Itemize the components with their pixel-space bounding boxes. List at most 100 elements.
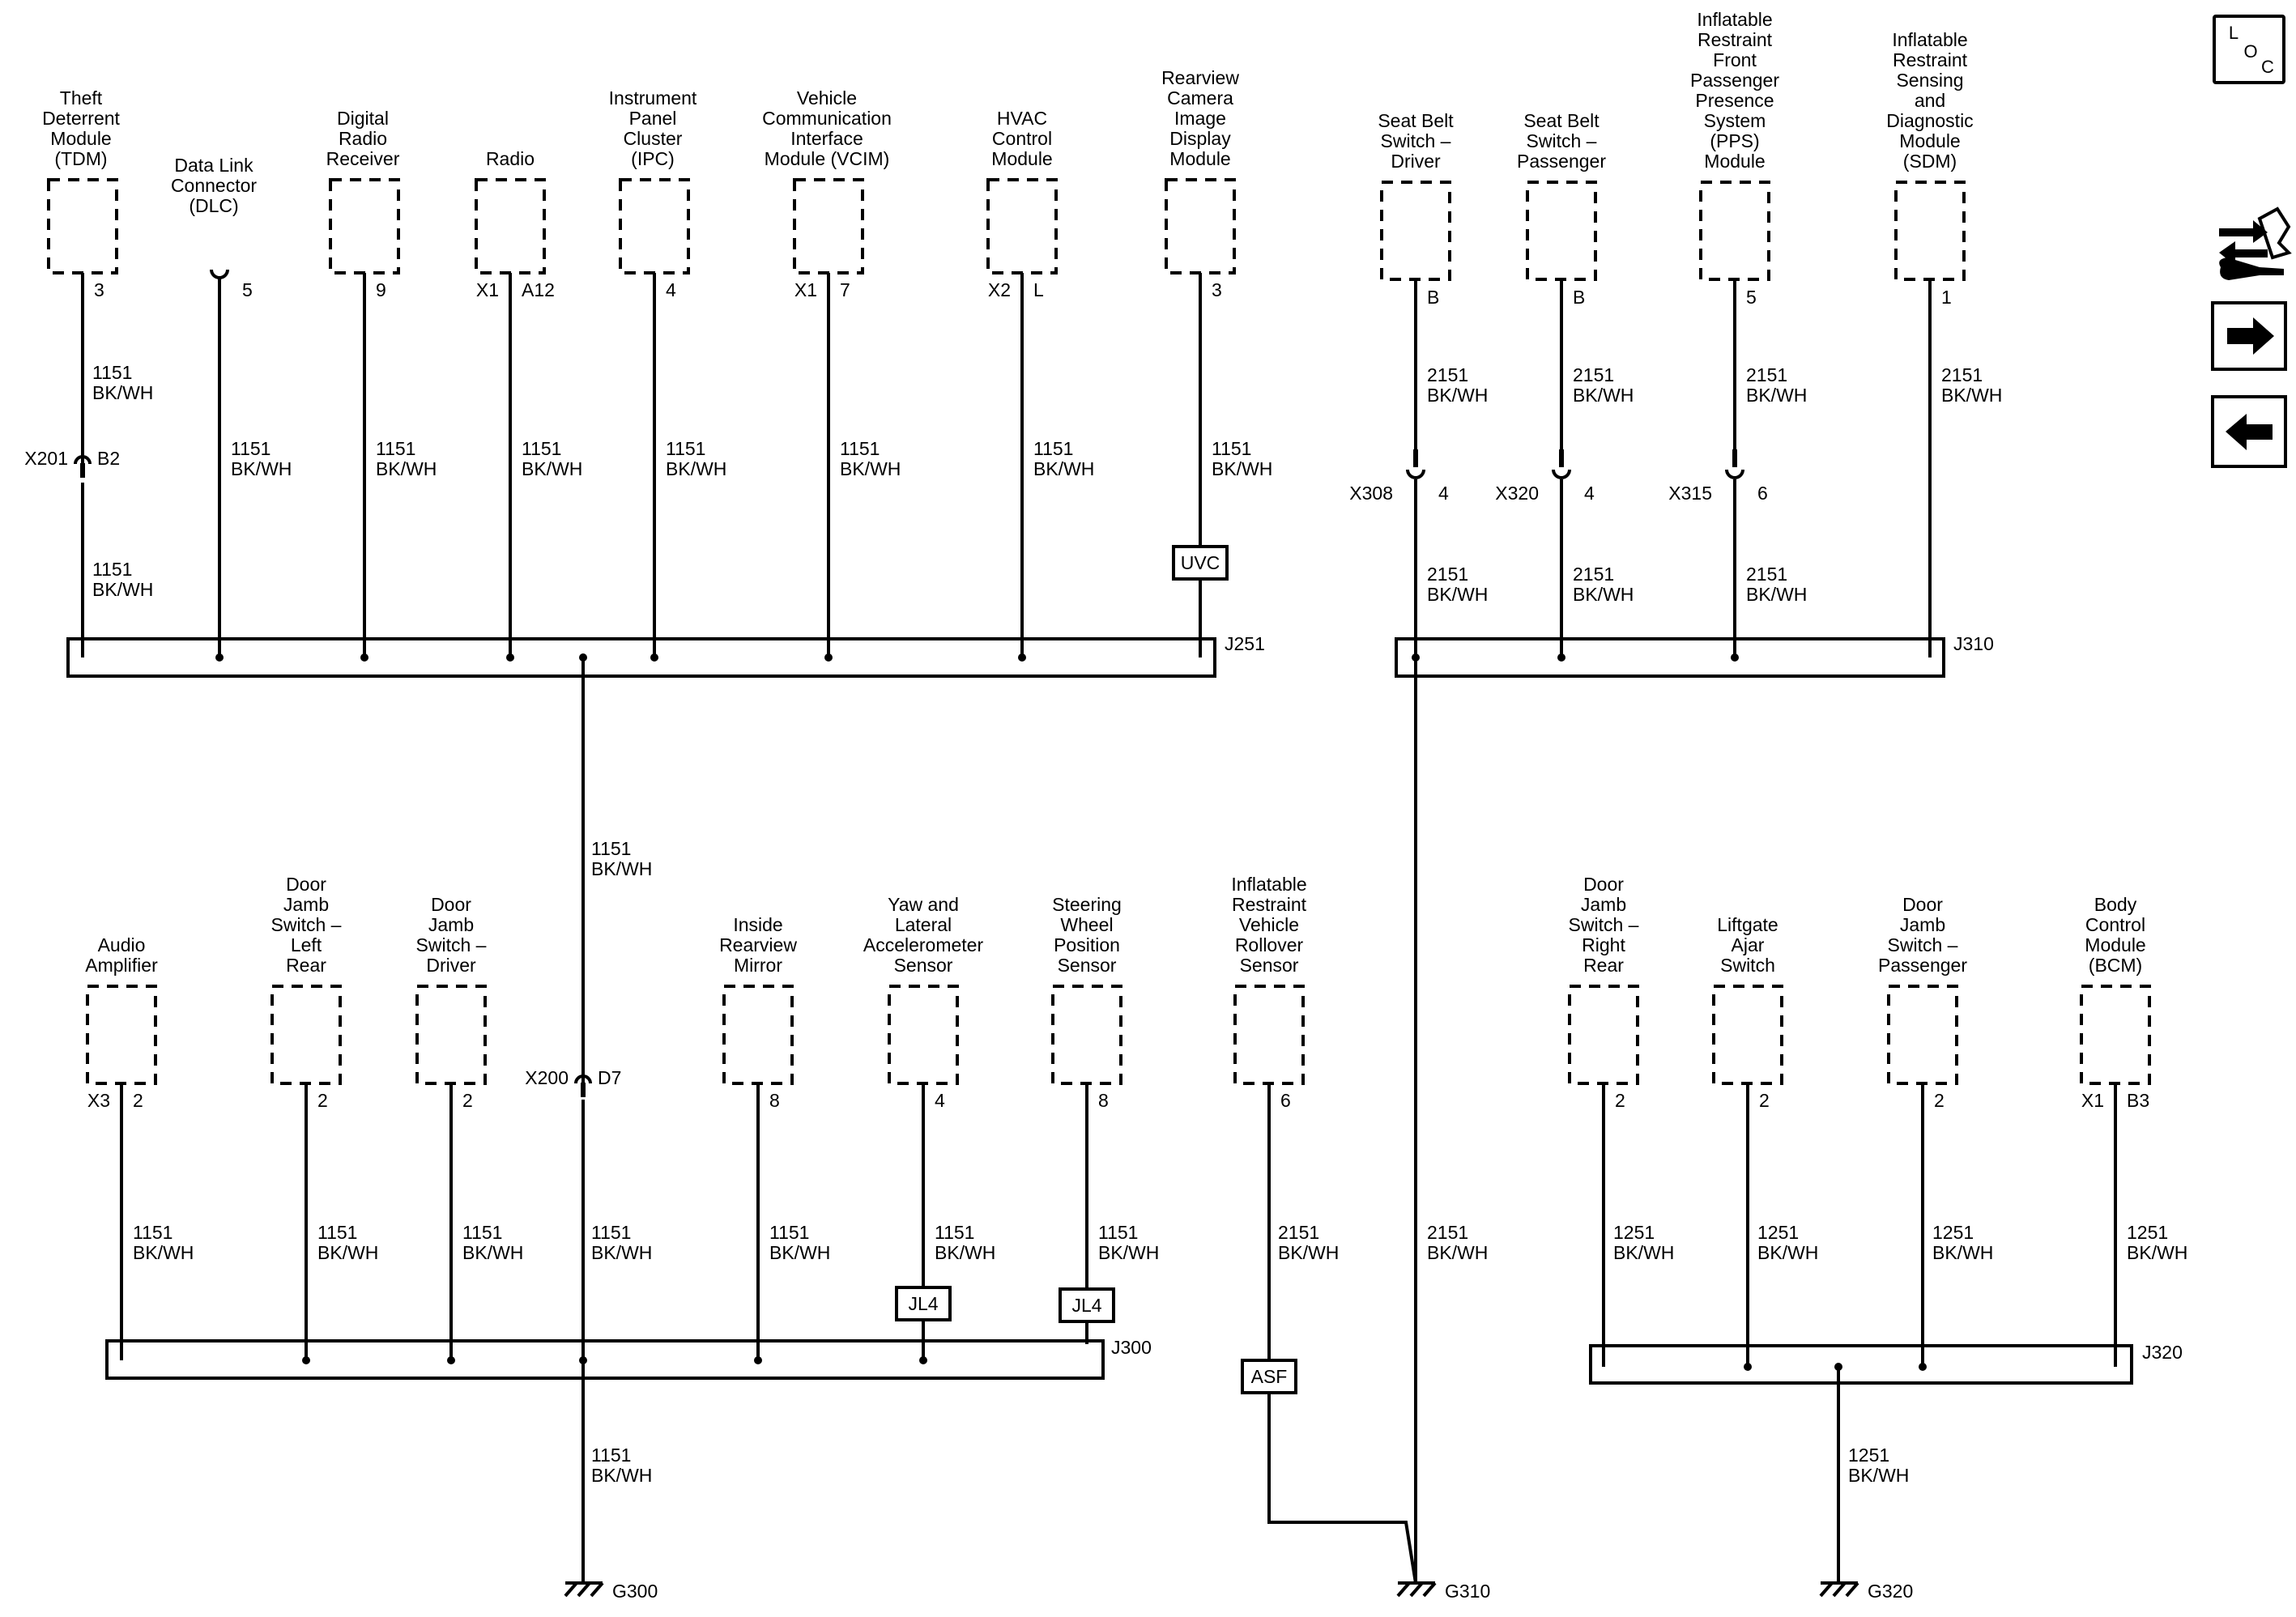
component-name-line: Sensor bbox=[894, 955, 953, 976]
component-name-line: Liftgate bbox=[1717, 914, 1778, 935]
pin-number-label: 8 bbox=[769, 1090, 780, 1111]
component-name-line: Switch – bbox=[271, 914, 342, 935]
splice-dot bbox=[1412, 653, 1420, 662]
splice-pack-label: J310 bbox=[1953, 633, 1994, 654]
component-name-line: Cluster bbox=[624, 128, 683, 149]
component-name-line: Control bbox=[2085, 914, 2145, 935]
wire-circuit-label: 2151 bbox=[1427, 1222, 1468, 1243]
splice-dot bbox=[754, 1356, 762, 1364]
splice-dot bbox=[650, 653, 658, 662]
component-name-line: Ajar bbox=[1732, 934, 1765, 955]
pin-number-label: 2 bbox=[1759, 1090, 1770, 1111]
inside-mirror-component-box bbox=[722, 985, 794, 1085]
component-name-line: Rear bbox=[286, 955, 326, 976]
wire-circuit-label: 1151 bbox=[935, 1222, 974, 1243]
inline-connector-id: X200 bbox=[525, 1067, 569, 1088]
wire-circuit-label: 2151 bbox=[1427, 564, 1468, 585]
component-name-line: (PPS) bbox=[1710, 130, 1759, 151]
connector-id-label: X1 bbox=[476, 279, 499, 300]
radio-component-box bbox=[475, 178, 546, 274]
wire-color-label: BK/WH bbox=[769, 1242, 830, 1263]
yaw-sensor-component-box bbox=[888, 985, 959, 1085]
ground-hatch bbox=[564, 1581, 578, 1598]
wire-circuit-label: 1251 bbox=[1757, 1222, 1799, 1243]
wire-circuit-label: 1151 bbox=[591, 838, 631, 859]
pin-number-label: 2 bbox=[317, 1090, 328, 1111]
wire-color-label: BK/WH bbox=[1613, 1242, 1674, 1263]
splice-dot bbox=[360, 653, 368, 662]
component-name-line: Audio bbox=[98, 934, 146, 955]
component-name-line: Instrument bbox=[609, 87, 697, 109]
option-tag-label: JL4 bbox=[1071, 1295, 1101, 1316]
sdm-component-box bbox=[1894, 181, 1966, 281]
inline-connector-pin-label: 6 bbox=[1757, 483, 1768, 504]
wire-color-label: BK/WH bbox=[1427, 1242, 1488, 1263]
component-name-line: Switch – bbox=[1569, 914, 1639, 935]
component-name-line: Door bbox=[431, 894, 471, 915]
wire-circuit-label: 1151 bbox=[522, 438, 561, 459]
component-name-line: System bbox=[1704, 110, 1766, 131]
splice-pack-label: J300 bbox=[1111, 1337, 1152, 1358]
right-arrow-glyph bbox=[2227, 317, 2274, 355]
component-name-line: Switch bbox=[1720, 955, 1775, 976]
wire-circuit-label: 2151 bbox=[1573, 364, 1614, 385]
component-name-line: Module (VCIM) bbox=[765, 148, 890, 169]
component-name-line: Wheel bbox=[1060, 914, 1113, 935]
wire-color-label: BK/WH bbox=[522, 458, 582, 479]
splice-dot bbox=[579, 1356, 587, 1364]
component-name-line: Sensor bbox=[1240, 955, 1299, 976]
splice-dot bbox=[447, 1356, 455, 1364]
component-name-line: Door bbox=[1583, 874, 1624, 895]
ground-label: G320 bbox=[1868, 1581, 1913, 1602]
component-name-line: (IPC) bbox=[631, 148, 675, 169]
component-name-line: Door bbox=[1902, 894, 1943, 915]
next-page-arrow-icon[interactable] bbox=[2211, 301, 2287, 371]
component-name-line: Jamb bbox=[1900, 914, 1945, 935]
wire-color-label: BK/WH bbox=[591, 1465, 652, 1486]
wire-circuit-label: 1151 bbox=[231, 438, 270, 459]
inline-connector-pin bbox=[1732, 449, 1737, 467]
component-name-line: Steering bbox=[1052, 894, 1122, 915]
loc-letter: O bbox=[2243, 41, 2257, 62]
component-name-line: Deterrent bbox=[42, 108, 120, 129]
wire-circuit-label: 1251 bbox=[2127, 1222, 2168, 1243]
audio-amp-component-box bbox=[86, 985, 157, 1085]
component-name-line: Left bbox=[291, 934, 322, 955]
pin-number-label: 5 bbox=[1746, 287, 1757, 308]
splice-pack-j320 bbox=[1589, 1344, 2133, 1385]
tdm-component-box bbox=[47, 178, 118, 274]
previous-page-arrow-icon[interactable] bbox=[2211, 395, 2287, 468]
component-name-line: Rear bbox=[1583, 955, 1624, 976]
loc-box bbox=[2213, 15, 2285, 84]
legend-icon[interactable] bbox=[2219, 206, 2292, 280]
pin-number-label: 2 bbox=[1615, 1090, 1625, 1111]
wire-circuit-label: 2151 bbox=[1573, 564, 1614, 585]
ground-hatch bbox=[1409, 1581, 1424, 1598]
ground-symbol-g320 bbox=[1819, 1581, 1859, 1598]
wire-circuit-label: 2151 bbox=[1941, 364, 1983, 385]
component-name-line: Sensing bbox=[1896, 70, 1963, 91]
wire-circuit-label: 1151 bbox=[92, 362, 132, 383]
wire-circuit-label: 1151 bbox=[666, 438, 705, 459]
ground-label: G300 bbox=[612, 1581, 658, 1602]
ground-label: G310 bbox=[1445, 1581, 1490, 1602]
component-name-line: Module bbox=[1704, 151, 1765, 172]
pin-number-label: 4 bbox=[666, 279, 676, 300]
splice-pack-j251 bbox=[66, 637, 1216, 678]
component-name-line: Passenger bbox=[1690, 70, 1779, 91]
splice-dot bbox=[1018, 653, 1026, 662]
wire-color-label: BK/WH bbox=[1941, 385, 2002, 406]
left-arrow-glyph bbox=[2226, 414, 2273, 450]
component-name-line: Theft bbox=[60, 87, 103, 109]
component-name-line: (SDM) bbox=[1903, 151, 1957, 172]
pin-number-label: B3 bbox=[2127, 1090, 2149, 1111]
inline-connector-socket bbox=[74, 455, 92, 465]
wire-color-label: BK/WH bbox=[1932, 1242, 1993, 1263]
component-name-line: Seat Belt bbox=[1378, 110, 1454, 131]
component-name-line: Inside bbox=[733, 914, 782, 935]
component-name-line: (TDM) bbox=[54, 148, 107, 169]
wire-color-label: BK/WH bbox=[591, 858, 652, 879]
splice-dot bbox=[506, 653, 514, 662]
component-name-line: (BCM) bbox=[2089, 955, 2142, 976]
ground-hatch bbox=[1396, 1581, 1411, 1598]
